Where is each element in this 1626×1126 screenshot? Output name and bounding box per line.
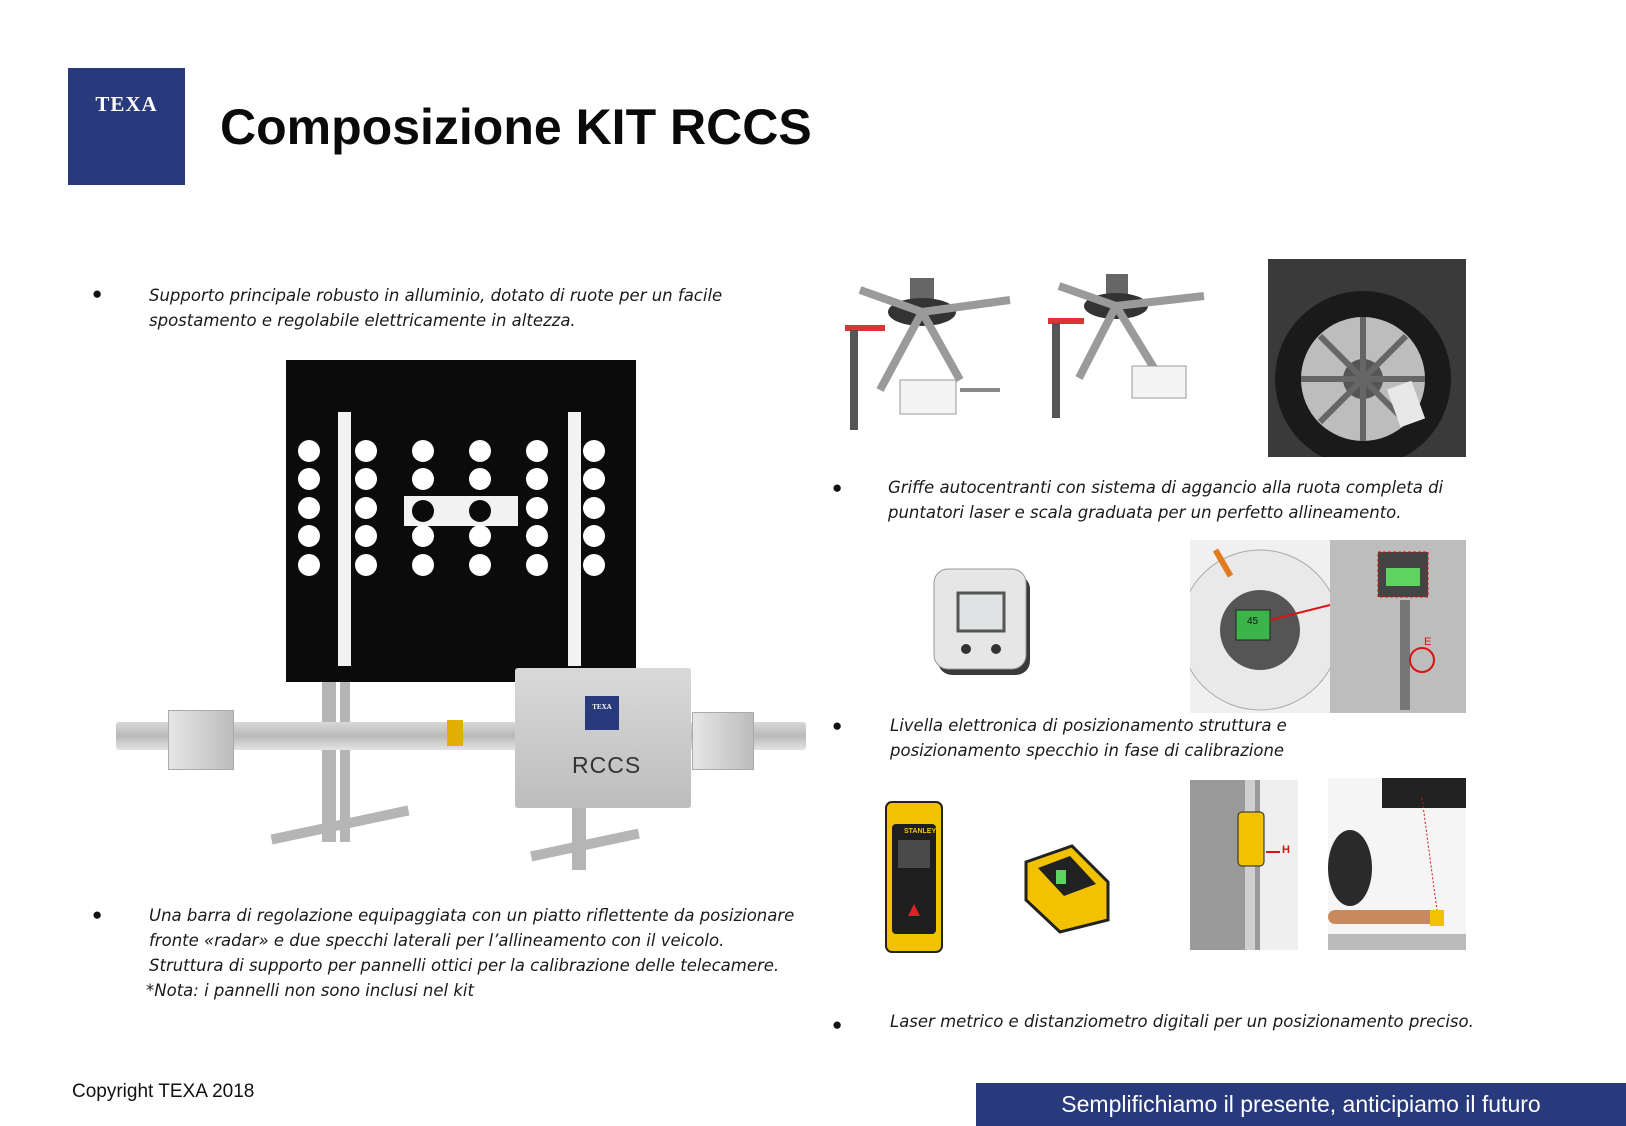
plate-logo: TEXA <box>585 696 619 730</box>
laser-clamp <box>447 720 463 746</box>
board-dot <box>526 525 548 547</box>
board-dot <box>355 525 377 547</box>
board-dot <box>298 468 320 490</box>
board-dot <box>526 497 548 519</box>
board-dot <box>526 554 548 576</box>
bullet-line: Una barra di regolazione equipaggiata co… <box>149 906 795 925</box>
board-dot <box>298 440 320 462</box>
board-strip <box>568 412 581 666</box>
bullet-line: posizionamento specchio in fase di calib… <box>890 741 1285 760</box>
board-dot <box>583 440 605 462</box>
bullet-line: Griffe autocentranti con sistema di agga… <box>888 478 1444 497</box>
stand-leg <box>322 682 336 842</box>
level-diagram-drawing <box>1190 540 1466 713</box>
bullet-text-clamps: Griffe autocentranti con sistema di agga… <box>888 475 1508 525</box>
board-dot <box>526 440 548 462</box>
board-dot <box>469 500 491 522</box>
stand-leg <box>340 682 350 842</box>
bullet-text-level: Livella elettronica di posizionamento st… <box>890 713 1370 763</box>
board-dot <box>355 497 377 519</box>
bullet-line: Laser metrico e distanziometro digitali … <box>890 1012 1474 1031</box>
bullet-dot-icon: ● <box>832 1015 843 1034</box>
bullet-line: Supporto principale robusto in alluminio… <box>149 286 723 305</box>
board-dot <box>469 554 491 576</box>
board-dot <box>526 468 548 490</box>
digital-level-image <box>933 568 1030 675</box>
board-dot <box>355 440 377 462</box>
logo-text: TEXA <box>95 92 158 116</box>
bullet-line: puntatori laser e scala graduata per un … <box>888 503 1402 522</box>
board-dot <box>583 497 605 519</box>
diagram-label-h: H <box>1282 844 1290 856</box>
level-usage-diagram: E 45 <box>1190 540 1466 713</box>
side-mirror-right <box>692 712 754 770</box>
diagram-label-e: E <box>1424 636 1432 648</box>
plate-logo-text: TEXA <box>592 703 612 711</box>
board-dot <box>298 525 320 547</box>
board-dot <box>583 468 605 490</box>
board-dot <box>355 468 377 490</box>
bullet-dot-icon: ● <box>92 284 103 303</box>
footer-slogan: Semplifichiamo il presente, anticipiamo … <box>1061 1091 1541 1117</box>
wheel-drawing <box>1268 259 1466 457</box>
laser-usage-drawing <box>1328 778 1466 950</box>
level-reading: 45 <box>1247 616 1259 627</box>
board-dot <box>355 554 377 576</box>
bullet-text-laser: Laser metrico e distanziometro digitali … <box>890 1009 1510 1034</box>
board-dot <box>469 468 491 490</box>
bullet-text-bar: Una barra di regolazione equipaggiata co… <box>146 903 829 1003</box>
height-measure-diagram: H <box>1190 780 1298 950</box>
texa-logo: TEXA <box>68 68 185 185</box>
board-dot <box>298 554 320 576</box>
wheel-clamp-image-1 <box>845 278 1011 430</box>
page-title: Composizione KIT RCCS <box>220 99 812 155</box>
board-dot <box>469 440 491 462</box>
side-mirror-left <box>168 710 234 770</box>
copyright-text: Copyright TEXA 2018 <box>72 1081 255 1102</box>
bullet-line: spostamento e regolabile elettricamente … <box>149 311 576 330</box>
board-dot <box>583 525 605 547</box>
bullet-line: Struttura di supporto per pannelli ottic… <box>149 956 780 975</box>
bullet-dot-icon: ● <box>92 905 103 924</box>
board-dot <box>412 500 434 522</box>
bullet-text-support: Supporto principale robusto in alluminio… <box>149 283 799 333</box>
bullet-dot-icon: ● <box>832 716 843 735</box>
radar-reflector-plate <box>515 668 691 808</box>
bullet-line: Livella elettronica di posizionamento st… <box>890 716 1287 735</box>
target-board <box>286 360 636 682</box>
board-dot <box>412 554 434 576</box>
bullet-line: *Nota: i pannelli non sono inclusi nel k… <box>146 981 474 1000</box>
board-dot <box>298 497 320 519</box>
distance-meter-image <box>885 801 943 953</box>
board-dot <box>412 525 434 547</box>
cross-laser-image <box>1024 844 1110 934</box>
wheel-clamp-image-2 <box>1048 274 1205 418</box>
meter-brand-label: STANLEY <box>904 828 937 835</box>
board-strip <box>338 412 351 666</box>
board-dot <box>583 554 605 576</box>
plate-label: RCCS <box>572 752 642 778</box>
bullet-line: fronte «radar» e due specchi laterali pe… <box>149 931 725 950</box>
laser-usage-photo <box>1328 778 1466 950</box>
height-diagram-drawing <box>1190 780 1280 950</box>
board-dot <box>469 525 491 547</box>
bullet-dot-icon: ● <box>832 478 843 497</box>
footer-slogan-bar: Semplifichiamo il presente, anticipiamo … <box>976 1083 1626 1126</box>
wheel-photo <box>1268 259 1466 457</box>
board-dot <box>412 440 434 462</box>
board-dot <box>412 468 434 490</box>
